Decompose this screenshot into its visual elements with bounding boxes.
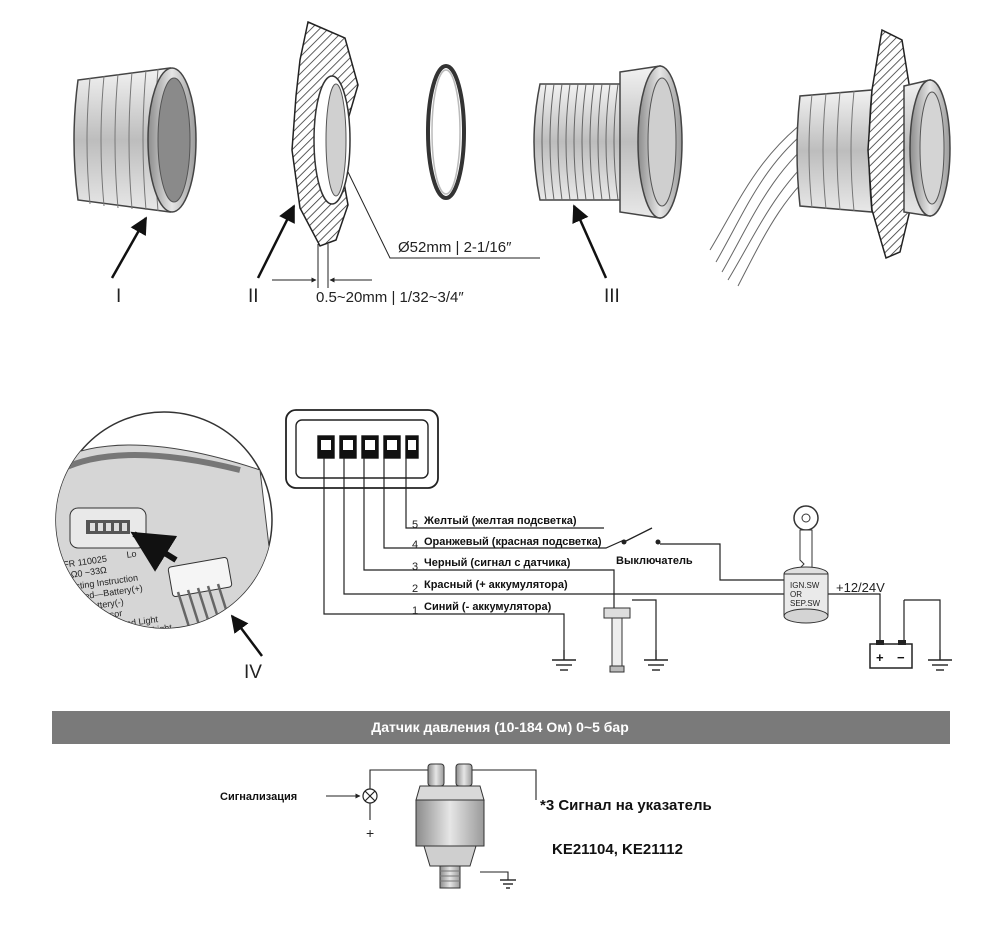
panel-thickness-label: 0.5~20mm | 1/32~3/4″ [316,289,464,306]
arrow-part-3 [572,204,608,279]
battery-plus: + [876,650,884,665]
svg-text:UP: UP [118,638,132,650]
signal-label: *3 Сигнал на указатель [540,797,712,814]
sensor-banner [52,711,950,744]
wiring-lines [323,458,941,650]
dimension-lines [272,171,540,288]
connector-inset: FR 110025 Ω0 ~33Ω Lo nnecting Instructio… [55,411,273,650]
hole-diameter-label: Ø52mm | 2-1/16″ [398,239,512,256]
o-ring [426,64,466,200]
battery-minus: − [897,650,905,665]
temperature-sender [603,607,631,673]
panel-section [291,20,359,247]
ignition-switch [783,505,829,624]
svg-text:5: 5 [412,519,418,531]
battery-icon [869,640,913,669]
alarm-plus: + [366,825,374,841]
svg-text:Красный (+ аккумулятора): Красный (+ аккумулятора) [424,579,568,591]
svg-text:Синий (- аккумулятора): Синий (- аккумулятора) [424,601,552,613]
svg-text:Оранжевый (красная подсветка): Оранжевый (красная подсветка) [424,536,602,548]
arrow-part-4 [230,614,263,657]
label-part-2: II [248,286,259,307]
svg-text:Lo: Lo [126,548,137,559]
label-part-3: III [604,286,620,307]
label-part-4: IV [244,662,262,683]
wire-labels: 5 Желтый (желтая подсветка) 4 Оранжевый … [412,515,602,617]
ground-icon [552,650,952,671]
svg-text:k—Red Light: k—Red Light [106,614,159,631]
svg-text:Желтый (желтая подсветка): Желтый (желтая подсветка) [423,515,577,527]
connector-block [285,409,439,489]
svg-text:ue—Sensor: ue—Sensor [74,608,122,625]
arrow-part-2 [256,204,296,279]
alarm-lamp-icon [362,788,378,804]
assembled-gauge [709,28,951,287]
ignition-label-2: OR [790,590,802,599]
pressure-sensor [415,763,485,889]
svg-text:3: 3 [412,561,418,573]
model-numbers: KE21104, KE21112 [552,841,683,858]
ignition-label-1: IGN.SW [790,581,820,590]
arrow-part-1 [110,216,148,279]
sensor-banner-title: Датчик давления (10-184 Ом) 0~5 бар [371,719,629,735]
switch-label: Выключатель [616,555,693,567]
label-part-1: I [116,286,121,307]
ground-icon-sensor [500,879,516,889]
knurled-nut [73,67,197,213]
alarm-label: Сигнализация [220,791,297,803]
svg-text:1: 1 [412,605,418,617]
svg-text:Черный (сигнал с датчика): Черный (сигнал с датчика) [424,557,571,569]
svg-text:2: 2 [412,583,418,595]
ignition-label-3: SEP.SW [790,599,821,608]
supply-voltage-label: +12/24V [836,580,885,595]
switch-contact [621,527,661,545]
threaded-housing [533,65,683,219]
svg-text:4: 4 [412,539,418,551]
